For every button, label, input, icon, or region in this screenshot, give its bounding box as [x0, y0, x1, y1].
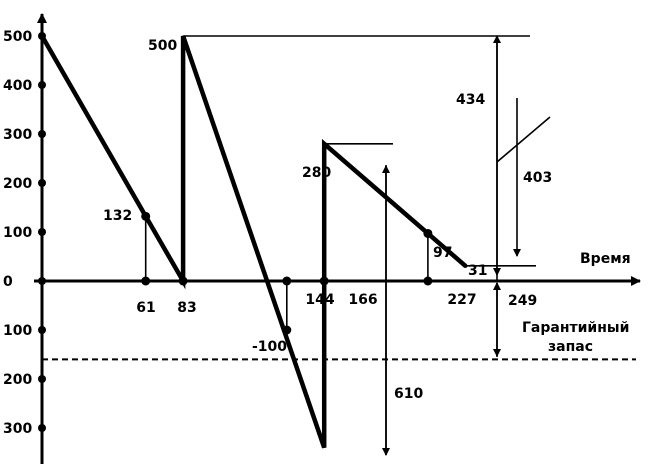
- y-tick-label: 200: [3, 372, 32, 388]
- point-label-31: 31: [468, 263, 487, 279]
- point-dot: [282, 325, 292, 335]
- y-tick-dot: [38, 179, 46, 187]
- y-tick-label: 500: [3, 29, 32, 45]
- x-axis-label: Время: [580, 251, 631, 267]
- point-label-132: 132: [103, 208, 132, 224]
- y-tick-label: 0: [3, 274, 13, 290]
- y-tick-label: 400: [3, 78, 32, 94]
- y-tick-dot: [38, 228, 46, 236]
- x-tick-label-227: 227: [447, 292, 476, 308]
- point-label-minus-100: -100: [252, 339, 287, 355]
- dimension-label-434: 434: [456, 92, 485, 108]
- x-tick-label-166: 166: [348, 292, 377, 308]
- y-tick-dot: [38, 130, 46, 138]
- guarantee-annotation-line1: Гарантийный: [522, 320, 629, 336]
- point-dot: [141, 276, 151, 286]
- dimension-label-403: 403: [523, 170, 552, 186]
- point-dot: [141, 211, 151, 221]
- point-dot: [423, 276, 433, 286]
- y-tick-dot: [38, 326, 46, 334]
- y-tick-dot: [38, 81, 46, 89]
- dimension-label-610: 610: [394, 386, 423, 402]
- x-tick-label-83: 83: [177, 300, 196, 316]
- diagonal-pointer-line: [496, 116, 551, 163]
- point-dot: [178, 276, 188, 286]
- point-dot: [423, 228, 433, 238]
- y-ticks: 500 400 300 200 100 0 100 200 300: [3, 29, 46, 437]
- y-tick-label: 300: [3, 421, 32, 437]
- y-tick-dot: [38, 424, 46, 432]
- point-label-97: 97: [433, 245, 452, 261]
- point-label-249: 249: [508, 293, 537, 309]
- x-tick-label-144: 144: [305, 292, 334, 308]
- point-dot: [282, 276, 292, 286]
- marker-dots: [141, 211, 433, 335]
- guarantee-annotation-line2: запас: [548, 339, 593, 355]
- point-label-500: 500: [148, 38, 177, 54]
- point-dot: [319, 276, 329, 286]
- y-tick-label: 200: [3, 176, 32, 192]
- y-tick-dot: [38, 375, 46, 383]
- x-tick-label-61: 61: [136, 300, 155, 316]
- y-tick-label: 100: [3, 323, 32, 339]
- point-label-280: 280: [302, 165, 331, 181]
- y-tick-dot: [38, 277, 46, 285]
- y-tick-label: 300: [3, 127, 32, 143]
- y-tick-label: 100: [3, 225, 32, 241]
